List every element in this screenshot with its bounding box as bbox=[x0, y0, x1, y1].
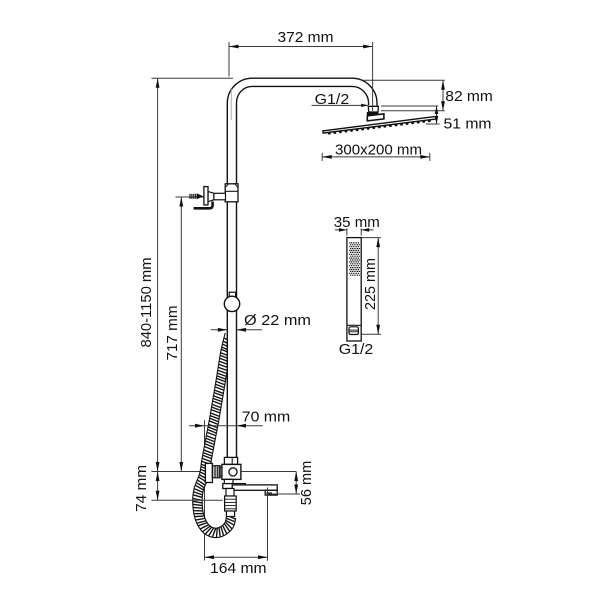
svg-text:300x200 mm: 300x200 mm bbox=[335, 142, 422, 159]
svg-text:51 mm: 51 mm bbox=[444, 116, 492, 133]
svg-text:35 mm: 35 mm bbox=[334, 214, 380, 231]
svg-text:70 mm: 70 mm bbox=[242, 409, 291, 426]
svg-text:717 mm: 717 mm bbox=[164, 306, 181, 361]
svg-text:82 mm: 82 mm bbox=[445, 88, 493, 105]
svg-text:Ø 22 mm: Ø 22 mm bbox=[244, 312, 311, 329]
svg-text:840-1150 mm: 840-1150 mm bbox=[138, 258, 155, 348]
svg-text:74 mm: 74 mm bbox=[133, 465, 150, 512]
svg-text:372 mm: 372 mm bbox=[278, 29, 334, 46]
svg-text:164 mm: 164 mm bbox=[210, 560, 267, 577]
svg-text:G1/2: G1/2 bbox=[339, 341, 374, 358]
svg-text:56 mm: 56 mm bbox=[298, 461, 315, 506]
svg-text:225 mm: 225 mm bbox=[362, 258, 379, 310]
svg-text:G1/2: G1/2 bbox=[315, 91, 350, 108]
